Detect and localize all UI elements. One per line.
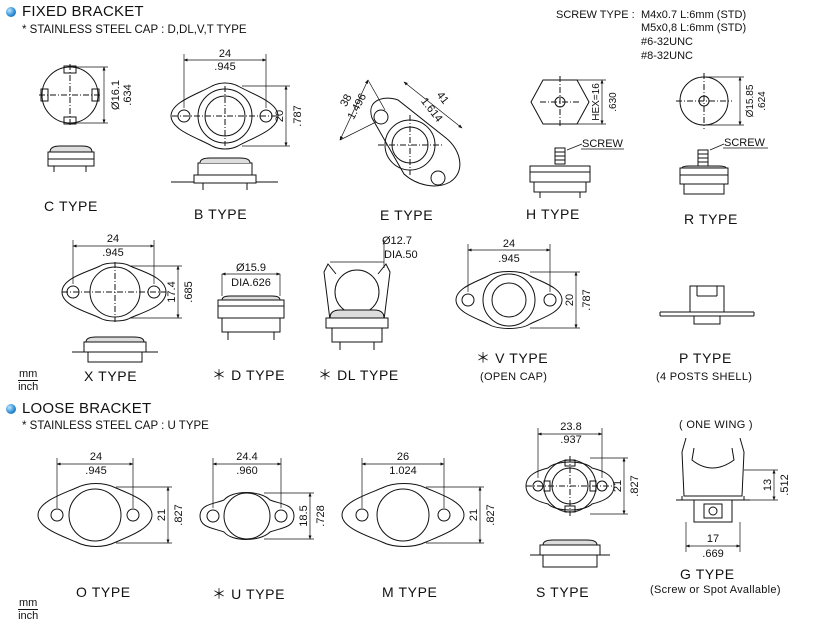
dim-x-w2: .945 <box>102 247 123 259</box>
screw-type-title: SCREW TYPE : <box>556 9 635 21</box>
section-bullet-icon <box>6 7 16 17</box>
dim-e-a1: 38 <box>338 92 354 108</box>
unit-inch: inch <box>18 381 39 393</box>
screw-type-line: M4x0.7 L:6mm (STD) <box>641 9 747 21</box>
unit-legend: mm inch <box>18 597 39 622</box>
dim-v-w2: .945 <box>498 253 519 265</box>
dim-o-w2: .945 <box>85 465 106 477</box>
dim-u-w2: .960 <box>236 465 257 477</box>
o-type-drawing: 24 .945 21 .827 <box>37 451 185 547</box>
dim-s-h1: 21 <box>612 480 624 492</box>
dim-dl-2: DIA.50 <box>384 249 418 261</box>
type-label-h: H TYPE <box>526 206 580 222</box>
dim-o-w1: 24 <box>90 451 102 463</box>
dim-r-1: Ø15.85 <box>745 84 756 117</box>
loose-bracket-title: LOOSE BRACKET <box>22 400 152 417</box>
fixed-bracket-title: FIXED BRACKET <box>22 3 144 20</box>
dim-m-h1: 21 <box>468 509 480 521</box>
loose-bracket-note: * STAINLESS STEEL CAP : U TYPE <box>22 420 209 432</box>
p-type-drawing <box>659 285 755 325</box>
dim-b-h2: .787 <box>292 105 304 126</box>
dim-u-h1: 18.5 <box>298 505 310 526</box>
dim-g-w2: .669 <box>702 548 723 560</box>
v-type-drawing: 24 .945 20 .787 <box>455 238 593 329</box>
b-type-drawing: 24 .945 20 .787 <box>170 48 304 190</box>
unit-mm: mm <box>18 597 39 610</box>
dim-c-d1: Ø16.1 <box>110 80 122 110</box>
section-bullet-icon <box>6 404 16 414</box>
unit-inch: inch <box>18 610 39 622</box>
dim-b-w1: 24 <box>219 48 231 60</box>
g-type-drawing: 13 .512 17 .669 <box>676 437 791 560</box>
dim-c-d2: .634 <box>122 84 134 105</box>
dim-x-h2: .685 <box>183 281 195 302</box>
e-type-drawing: 38 1.496 41 1.614 <box>338 79 463 187</box>
type-sublabel-v: (OPEN CAP) <box>480 371 548 383</box>
dim-x-w1: 24 <box>107 233 119 245</box>
type-label-b: B TYPE <box>194 206 248 222</box>
type-sublabel-p: (4 POSTS SHELL) <box>656 371 753 383</box>
type-label-p: P TYPE <box>679 350 732 366</box>
type-sublabel-g: (Screw or Spot Avallable) <box>650 584 781 596</box>
dim-s-h2: .827 <box>629 475 641 496</box>
screw-type-line: #8-32UNC <box>641 50 693 62</box>
dim-h-1: HEX=16 <box>591 83 602 121</box>
type-label-v: ＊ V TYPE <box>476 350 549 366</box>
type-label-dl: ＊ DL TYPE <box>318 367 399 383</box>
r-type-drawing: Ø15.85 .624 SCREW <box>676 73 768 195</box>
c-type-drawing: Ø16.1 .634 <box>39 64 134 172</box>
dim-e-b1: 41 <box>434 90 451 107</box>
u-type-drawing: 24.4 .960 18.5 .728 <box>199 451 327 540</box>
dl-type-drawing: Ø12.7 DIA.50 <box>323 235 418 350</box>
dim-g-h1: 13 <box>762 479 774 491</box>
type-label-u: ＊ U TYPE <box>212 586 286 602</box>
type-label-m: M TYPE <box>382 584 438 600</box>
dim-v-h2: .787 <box>581 289 593 310</box>
screw-callout-r: SCREW <box>724 137 766 149</box>
dim-d-2: DIA.626 <box>231 277 271 289</box>
type-label-x: X TYPE <box>84 368 138 384</box>
dim-g-h2: .512 <box>779 474 791 495</box>
dim-d-1: Ø15.9 <box>236 262 266 274</box>
dim-v-h1: 20 <box>564 294 576 306</box>
dim-b-h1: 20 <box>274 110 286 122</box>
dim-s-w2: .937 <box>560 434 581 446</box>
fixed-bracket-note: * STAINLESS STEEL CAP : D,DL,V,T TYPE <box>22 24 247 36</box>
type-toplabel-g: ( ONE WING ) <box>679 419 753 431</box>
type-label-e: E TYPE <box>380 207 434 223</box>
type-label-d: ＊ D TYPE <box>212 367 286 383</box>
type-label-s: S TYPE <box>536 584 590 600</box>
dim-u-h2: .728 <box>315 505 327 526</box>
dim-u-w1: 24.4 <box>236 451 257 463</box>
dim-b-w2: .945 <box>214 61 235 73</box>
m-type-drawing: 26 1.024 21 .827 <box>341 451 497 547</box>
dim-dl-1: Ø12.7 <box>382 235 412 247</box>
dim-h-2: .630 <box>608 92 619 112</box>
d-type-drawing: Ø15.9 DIA.626 <box>217 262 285 340</box>
type-label-g: G TYPE <box>680 566 735 582</box>
type-label-c: C TYPE <box>44 198 98 214</box>
unit-legend: mm inch <box>18 368 39 393</box>
dim-o-h2: .827 <box>173 504 185 525</box>
dim-s-w1: 23.8 <box>560 421 581 433</box>
dim-r-2: .624 <box>757 91 768 111</box>
x-type-drawing: 24 .945 17.4 .685 <box>61 233 195 363</box>
dim-m-h2: .827 <box>485 504 497 525</box>
type-label-r: R TYPE <box>684 211 738 227</box>
screw-type-line: M5x0,8 L:6mm (STD) <box>641 22 747 34</box>
h-type-drawing: HEX=16 .630 SCREW <box>529 76 624 198</box>
screw-type-line: #6-32UNC <box>641 36 693 48</box>
dim-m-w1: 26 <box>397 451 409 463</box>
dim-g-w1: 17 <box>707 533 719 545</box>
dim-o-h1: 21 <box>156 509 168 521</box>
dim-v-w1: 24 <box>503 238 515 250</box>
s-type-drawing: 23.8 .937 21 .827 <box>525 421 641 568</box>
screw-callout-h: SCREW <box>582 138 624 150</box>
dim-x-h1: 17.4 <box>166 281 178 302</box>
dim-m-w2: 1.024 <box>389 465 417 477</box>
unit-mm: mm <box>18 368 39 381</box>
type-label-o: O TYPE <box>76 584 131 600</box>
